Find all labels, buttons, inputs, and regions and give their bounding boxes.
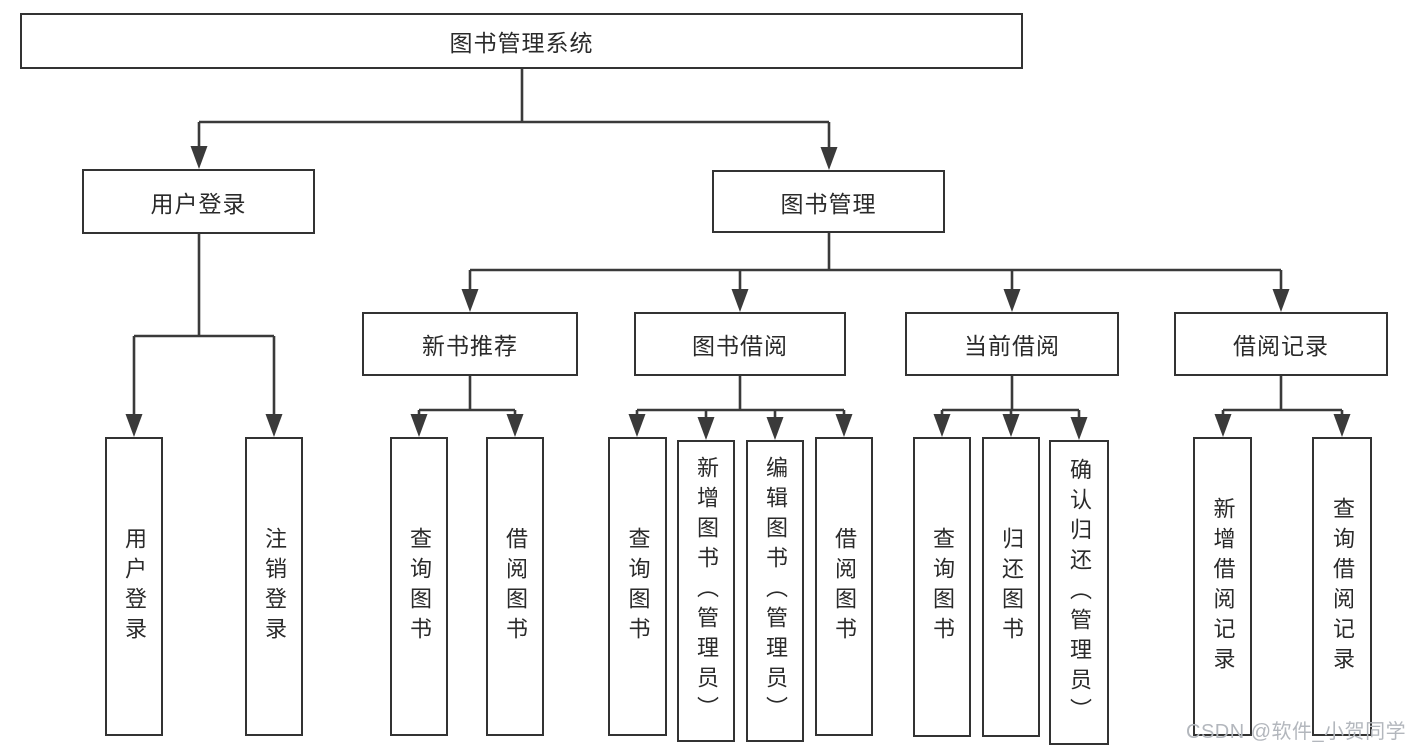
arrow-down-icon	[410, 414, 428, 437]
node-label: 用户登录	[150, 190, 247, 217]
node-label: 查询图书	[930, 527, 955, 647]
diagram-node-v-logout: 注销登录	[245, 437, 303, 736]
arrow-down-icon	[933, 414, 951, 437]
diagram-node-root: 图书管理系统	[20, 13, 1023, 69]
node-label: 借阅图书	[832, 526, 857, 647]
arrow-down-icon	[190, 146, 208, 169]
diagram-node-current-borrowing: 当前借阅	[905, 312, 1119, 376]
arrow-down-icon	[697, 417, 715, 440]
diagram-node-v-query-books-2: 查询图书	[608, 437, 667, 736]
diagram-node-v-confirm-return-admin: 确认归还（管理员）	[1049, 440, 1109, 745]
arrow-down-icon	[1002, 414, 1020, 437]
arrow-down-icon	[1070, 417, 1088, 440]
arrow-down-icon	[1333, 414, 1351, 437]
node-label: 当前借阅	[964, 333, 1060, 359]
arrow-down-icon	[1003, 289, 1021, 312]
node-label: 查询图书	[407, 526, 432, 647]
diagram-node-v-add-books-admin: 新增图书（管理员）	[677, 440, 735, 742]
arrow-down-icon	[820, 147, 838, 170]
diagram-node-v-return-books: 归还图书	[982, 437, 1040, 737]
diagram-node-book-borrowing: 图书借阅	[634, 312, 846, 376]
diagram-node-borrowing-records: 借阅记录	[1174, 312, 1388, 376]
node-label: 归还图书	[999, 527, 1024, 647]
arrow-down-icon	[461, 289, 479, 312]
diagram-node-v-user-login: 用户登录	[105, 437, 163, 736]
arrow-down-icon	[731, 289, 749, 312]
arrow-down-icon	[628, 414, 646, 437]
diagram-node-book-management: 图书管理	[712, 170, 945, 233]
arrow-down-icon	[265, 414, 283, 437]
node-label: 图书管理系统	[449, 30, 594, 56]
diagram-node-v-borrow-books-2: 借阅图书	[815, 437, 873, 736]
diagram-node-v-borrow-books-1: 借阅图书	[486, 437, 544, 736]
diagram-node-v-edit-books-admin: 编辑图书（管理员）	[746, 440, 804, 742]
node-label: 图书借阅	[692, 333, 788, 359]
diagram-node-user-login: 用户登录	[82, 169, 315, 234]
node-label: 借阅记录	[1233, 333, 1329, 359]
node-label: 注销登录	[262, 526, 287, 647]
diagram-node-new-book-recommend: 新书推荐	[362, 312, 578, 376]
node-label: 编辑图书（管理员）	[763, 456, 788, 726]
arrow-down-icon	[1214, 414, 1232, 437]
node-label: 借阅图书	[503, 526, 528, 647]
node-label: 用户登录	[122, 526, 147, 647]
diagram-node-v-query-borrow-record: 查询借阅记录	[1312, 437, 1372, 736]
watermark: CSDN @软件_小贺同学	[1186, 721, 1405, 743]
diagram-node-v-query-books-3: 查询图书	[913, 437, 971, 737]
diagram-node-v-query-books-1: 查询图书	[390, 437, 448, 736]
node-label: 新增图书（管理员）	[694, 456, 719, 726]
arrow-down-icon	[125, 414, 143, 437]
node-label: 查询图书	[625, 526, 651, 647]
node-label: 确认归还（管理员）	[1067, 457, 1092, 728]
arrow-down-icon	[506, 414, 524, 437]
arrow-down-icon	[835, 414, 853, 437]
node-label: 查询借阅记录	[1330, 496, 1355, 677]
diagram-node-v-add-borrow-record: 新增借阅记录	[1193, 437, 1252, 736]
node-label: 新书推荐	[422, 333, 518, 359]
arrow-down-icon	[766, 417, 784, 440]
arrow-down-icon	[1272, 289, 1290, 312]
node-label: 新增借阅记录	[1210, 496, 1236, 677]
node-label: 图书管理	[780, 190, 877, 217]
